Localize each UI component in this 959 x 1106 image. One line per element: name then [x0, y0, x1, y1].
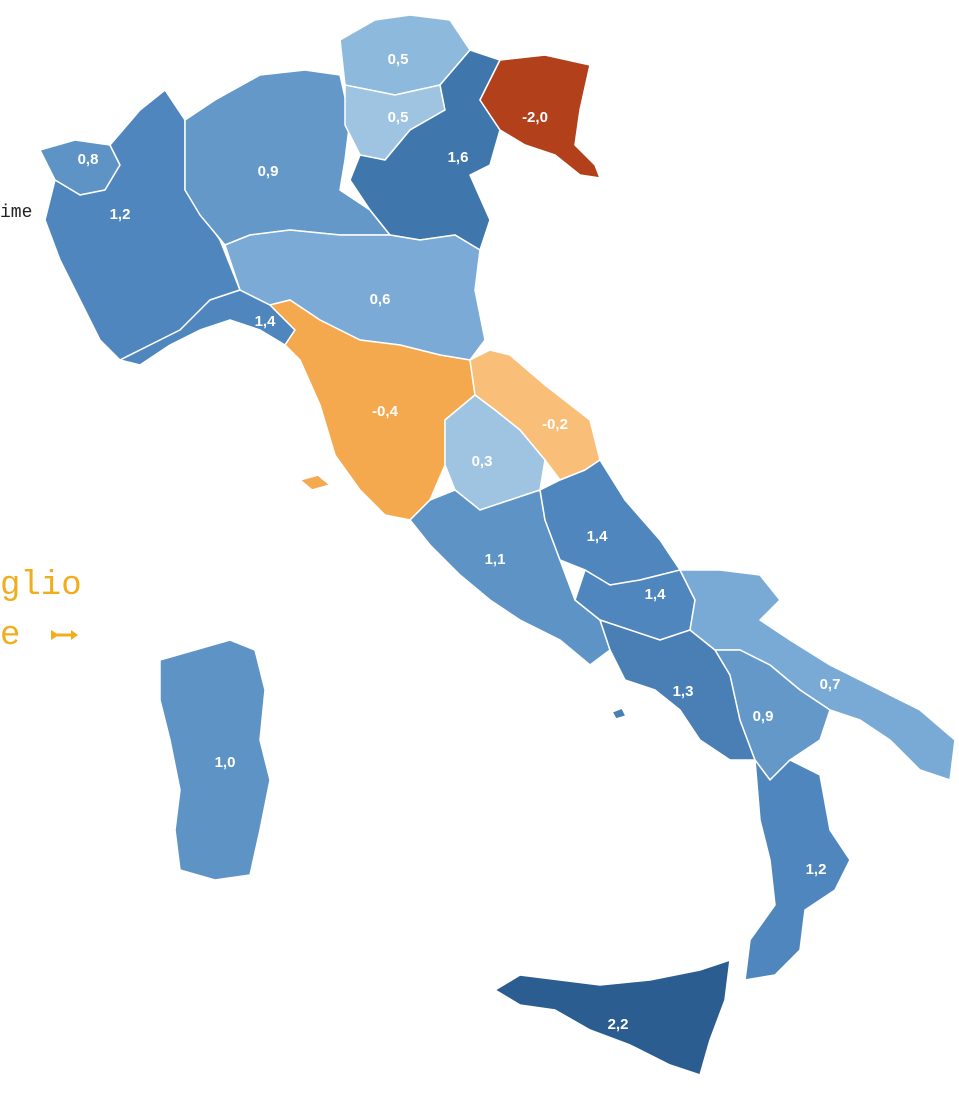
arrow-right-icon[interactable]	[49, 626, 79, 644]
value-label-molise: 1,4	[645, 586, 667, 603]
value-label-calabria: 1,2	[806, 861, 827, 878]
cropped-link-text-line2[interactable]: e	[0, 617, 79, 655]
value-label-liguria: 1,4	[255, 313, 277, 330]
region-calabria[interactable]	[744, 759, 851, 981]
cropped-time-text: ime	[0, 203, 33, 223]
cropped-link-text-line1[interactable]: glio	[0, 567, 82, 605]
value-label-lombardia: 0,9	[258, 163, 279, 180]
value-label-umbria: 0,3	[472, 453, 493, 470]
value-label-veneto: 1,6	[448, 149, 469, 166]
island-elba	[299, 474, 331, 491]
region-sardegna[interactable]	[159, 639, 271, 881]
region-friuli-venezia-giulia[interactable]	[479, 54, 601, 179]
region-toscana[interactable]	[269, 299, 476, 521]
value-label-sardegna: 1,0	[215, 754, 236, 771]
value-label-campania: 1,3	[673, 683, 694, 700]
value-label-lazio: 1,1	[485, 551, 506, 568]
value-label-trentino-south: 0,5	[388, 109, 409, 126]
value-label-marche: -0,2	[542, 416, 568, 433]
value-label-valle-daosta: 0,8	[78, 151, 99, 168]
value-label-toscana: -0,4	[372, 403, 399, 420]
region-basilicata[interactable]	[714, 649, 831, 781]
region-piemonte[interactable]	[44, 89, 241, 361]
value-label-abruzzo: 1,4	[587, 528, 609, 545]
value-label-trentino-north: 0,5	[388, 51, 409, 68]
value-label-friuli: -2,0	[522, 109, 548, 126]
value-label-sicilia: 2,2	[608, 1016, 629, 1033]
value-label-puglia: 0,7	[820, 676, 841, 693]
value-label-basilicata: 0,9	[753, 708, 774, 725]
cropped-link-text-line2-label: e	[0, 617, 21, 655]
value-label-emilia-romagna: 0,6	[370, 291, 391, 308]
island-capri	[611, 707, 627, 720]
region-sicilia[interactable]	[494, 959, 731, 1076]
value-label-piemonte: 1,2	[110, 206, 131, 223]
